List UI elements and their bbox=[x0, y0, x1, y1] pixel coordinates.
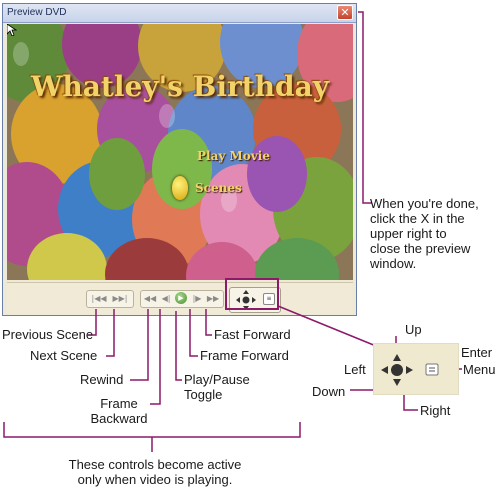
close-button[interactable]: ✕ bbox=[337, 5, 353, 20]
window-title: Preview DVD bbox=[7, 7, 67, 18]
selection-indicator bbox=[172, 176, 188, 200]
transport-buttons-group: ◀◀ ◀| ▶ |▶ ▶▶ bbox=[140, 290, 224, 308]
zoomed-navigation-box bbox=[373, 343, 459, 395]
label-frame-backward: Frame Backward bbox=[90, 396, 148, 426]
mouse-pointer-icon bbox=[7, 24, 17, 36]
menu-item-play-movie[interactable]: Play Movie bbox=[197, 149, 270, 163]
label-down: Down bbox=[312, 384, 346, 399]
label-frame-forward: Frame Forward bbox=[200, 348, 289, 363]
video-preview: Whatley's Birthday Play Movie Scenes bbox=[7, 24, 353, 280]
zoomed-direction-pad-icon bbox=[381, 354, 439, 386]
frame-forward-button[interactable]: |▶ bbox=[192, 294, 202, 303]
previous-scene-button[interactable]: |◀◀ bbox=[91, 294, 107, 303]
rewind-button[interactable]: ◀◀ bbox=[143, 294, 157, 303]
close-instruction: When you're done, click the X in the upp… bbox=[370, 196, 479, 271]
menu-button[interactable]: ≡ bbox=[263, 293, 275, 305]
play-pause-button[interactable]: ▶ bbox=[175, 292, 187, 304]
scene-buttons-group: |◀◀ ▶▶| bbox=[86, 290, 134, 308]
label-right: Right bbox=[420, 403, 451, 418]
menu-item-scenes[interactable]: Scenes bbox=[195, 181, 242, 195]
disc-title: Whatley's Birthday bbox=[30, 70, 330, 103]
title-bar: Preview DVD ✕ bbox=[3, 4, 356, 23]
preview-dvd-window: Preview DVD ✕ bbox=[2, 3, 357, 316]
fast-forward-button[interactable]: ▶▶ bbox=[206, 294, 220, 303]
balloon-background bbox=[7, 24, 353, 280]
frame-backward-button[interactable]: ◀| bbox=[161, 294, 171, 303]
next-scene-button[interactable]: ▶▶| bbox=[112, 294, 128, 303]
label-menu: Menu bbox=[463, 362, 496, 377]
playback-control-bar: |◀◀ ▶▶| ◀◀ ◀| ▶ |▶ ▶▶ ≡ bbox=[7, 282, 353, 314]
label-fast-forward: Fast Forward bbox=[214, 327, 291, 342]
label-up: Up bbox=[405, 322, 422, 337]
label-previous-scene: Previous Scene bbox=[2, 327, 94, 342]
direction-pad-icon[interactable] bbox=[235, 289, 257, 311]
label-left: Left bbox=[344, 362, 366, 377]
label-rewind: Rewind bbox=[80, 372, 124, 387]
label-next-scene: Next Scene bbox=[30, 348, 98, 363]
label-enter: Enter bbox=[461, 345, 493, 360]
inactive-controls-note: These controls become active only when v… bbox=[68, 457, 242, 487]
label-play-pause: Play/Pause Toggle bbox=[184, 372, 250, 402]
